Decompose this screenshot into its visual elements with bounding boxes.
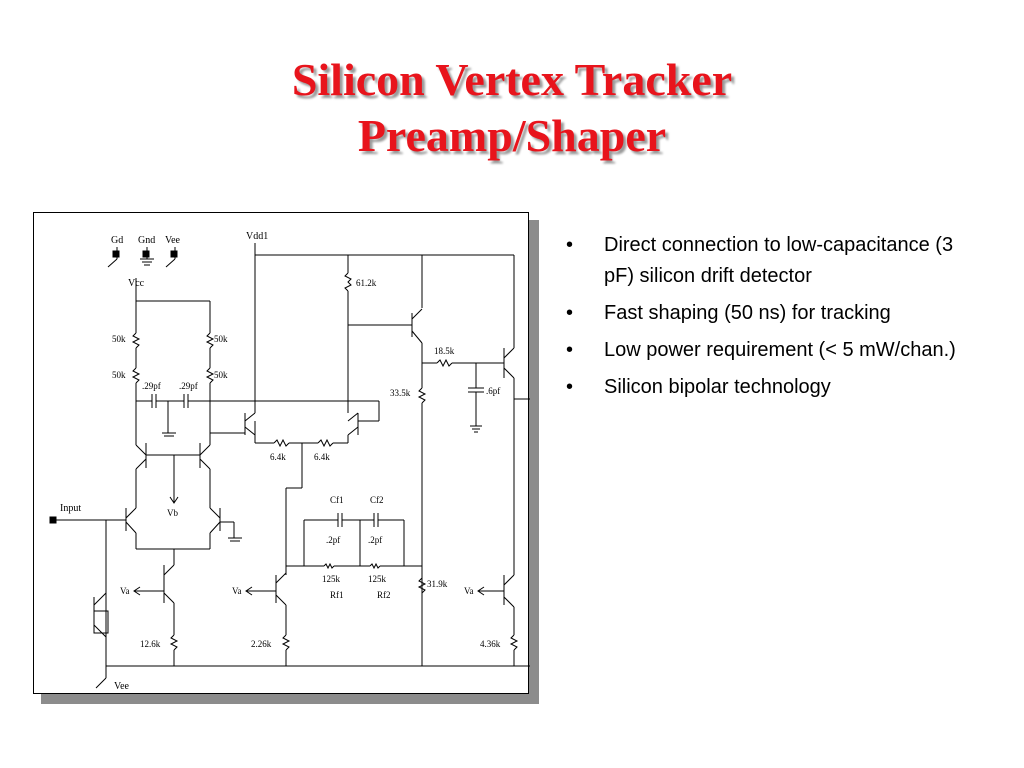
title-line-1: Silicon Vertex Tracker	[291, 54, 733, 105]
bullet-item: • Silicon bipolar technology	[560, 372, 960, 403]
bullet-text: Low power requirement (< 5 mW/chan.)	[604, 339, 956, 361]
label-rf2: Rf2	[377, 590, 391, 600]
supply-symbols	[107, 247, 178, 268]
schematic-figure: Gd Gnd Vee Vcc 50k 50k 50k 50k .29pf .29…	[33, 212, 530, 694]
label-r61-2k: 61.2k	[356, 278, 377, 288]
label-c02pf-2: .2pf	[368, 535, 382, 545]
label-r50k-1: 50k	[112, 334, 126, 344]
label-rf1: Rf1	[330, 590, 344, 600]
bullet-marker: •	[566, 339, 574, 361]
label-vee-top: Vee	[165, 235, 181, 246]
bullet-marker: •	[566, 234, 574, 256]
label-r33-5k: 33.5k	[390, 388, 411, 398]
label-cf1: Cf1	[330, 495, 344, 505]
label-vb: Vb	[167, 508, 178, 518]
bullet-item: • Direct connection to low-capacitance (3…	[560, 230, 960, 292]
label-va-2: Va	[232, 586, 242, 596]
title-line-2: Preamp/Shaper	[357, 110, 667, 161]
label-vee-bottom: Vee	[114, 681, 130, 692]
slide-title: Silicon Vertex Tracker Preamp/Shaper	[0, 52, 1024, 164]
bullet-text: Fast shaping (50 ns) for tracking	[604, 302, 891, 324]
label-c02pf-1: .2pf	[326, 535, 340, 545]
label-cf2: Cf2	[370, 495, 384, 505]
preamp-shaper-schematic: Gd Gnd Vee Vcc 50k 50k 50k 50k .29pf .29…	[49, 231, 530, 692]
label-r125k-1: 125k	[322, 574, 341, 584]
label-r50k-3: 50k	[112, 370, 126, 380]
label-r4-36k: 4.36k	[480, 639, 501, 649]
bullet-list: • Direct connection to low-capacitance (3…	[560, 230, 960, 409]
label-gd: Gd	[111, 235, 123, 246]
bullet-marker: •	[566, 302, 574, 324]
label-input: Input	[60, 503, 81, 514]
label-c029-2: .29pf	[179, 381, 198, 391]
label-r12-6k: 12.6k	[140, 639, 161, 649]
label-r50k-4: 50k	[214, 370, 228, 380]
label-r6-4k-2: 6.4k	[314, 452, 330, 462]
label-va-1: Va	[120, 586, 130, 596]
label-r125k-2: 125k	[368, 574, 387, 584]
bullet-text: Direct connection to low-capacitance (3 …	[604, 234, 954, 287]
bullet-item: • Low power requirement (< 5 mW/chan.)	[560, 335, 960, 366]
label-r18-5k: 18.5k	[434, 346, 455, 356]
bullet-marker: •	[566, 376, 574, 398]
label-r50k-2: 50k	[214, 334, 228, 344]
label-r2-26k: 2.26k	[251, 639, 272, 649]
bullet-item: • Fast shaping (50 ns) for tracking	[560, 298, 960, 329]
label-c06pf: .6pf	[486, 386, 500, 396]
label-va-3: Va	[464, 586, 474, 596]
label-gnd: Gnd	[138, 235, 155, 246]
bullet-text: Silicon bipolar technology	[604, 376, 831, 398]
label-r31-9k: 31.9k	[427, 579, 448, 589]
label-c029-1: .29pf	[142, 381, 161, 391]
label-r6-4k-1: 6.4k	[270, 452, 286, 462]
label-vdd1: Vdd1	[246, 231, 268, 242]
